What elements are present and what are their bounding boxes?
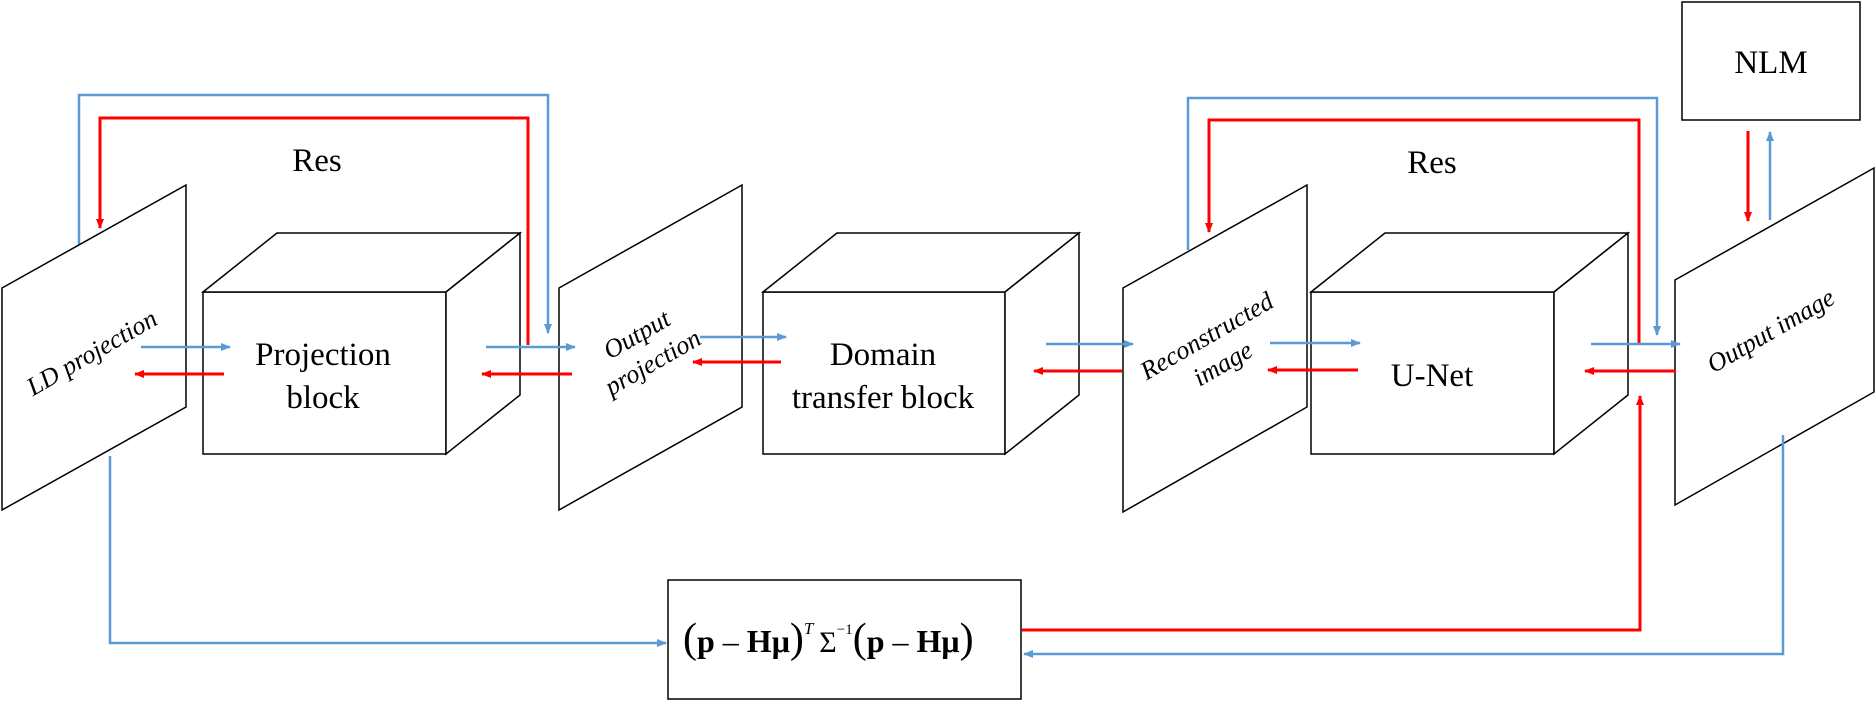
output-image-frame [1674, 166, 1875, 507]
output-projection-frame [558, 183, 743, 512]
unet-cube [1308, 231, 1631, 456]
nlm-label: NLM [1734, 45, 1807, 81]
res-left-blue-line [77, 93, 552, 334]
domain-transfer-block-cube [760, 231, 1082, 456]
projection-block-cube [200, 231, 523, 456]
formula-transpose: T [804, 619, 815, 638]
formula-sigma: Σ [819, 626, 836, 659]
ld-projection-frame [1, 183, 187, 512]
formula-minus-2: – [885, 623, 917, 659]
unet-label: U-Net [1391, 358, 1473, 394]
reconstructed-image-frame [1122, 183, 1308, 514]
projection-block-label-1: Projection [255, 337, 391, 373]
projection-block-label-2: block [286, 380, 360, 416]
output-image-to-formula-line [1023, 435, 1785, 658]
ld-to-formula-line [108, 456, 667, 647]
res-left-red-line [96, 116, 530, 345]
formula-open-paren-1: ( [683, 616, 697, 662]
res-right-blue-line [1186, 96, 1661, 336]
res-right-label: Res [1407, 145, 1457, 181]
formula-inverse: −1 [837, 622, 853, 638]
formula-close-paren-2: ) [960, 616, 974, 662]
formula-p-2: p [867, 623, 885, 659]
formula-to-unet-red-line [1022, 395, 1644, 632]
formula-close-paren-1: ) [790, 616, 804, 662]
formula-mu-2: μ [941, 623, 959, 659]
res-right-red-line [1205, 118, 1641, 345]
nlm-box [1681, 1, 1861, 121]
formula-H-2: H [917, 623, 942, 659]
loss-formula-box [667, 579, 1022, 700]
formula-p-1: p [697, 623, 715, 659]
formula-open-paren-2: ( [853, 616, 867, 662]
formula-H-1: H [747, 623, 772, 659]
formula-minus-1: – [715, 623, 747, 659]
domain-transfer-label-2: transfer block [792, 380, 975, 416]
res-left-label: Res [292, 143, 342, 179]
domain-transfer-label-1: Domain [830, 337, 936, 373]
formula-mu-1: μ [772, 623, 790, 659]
